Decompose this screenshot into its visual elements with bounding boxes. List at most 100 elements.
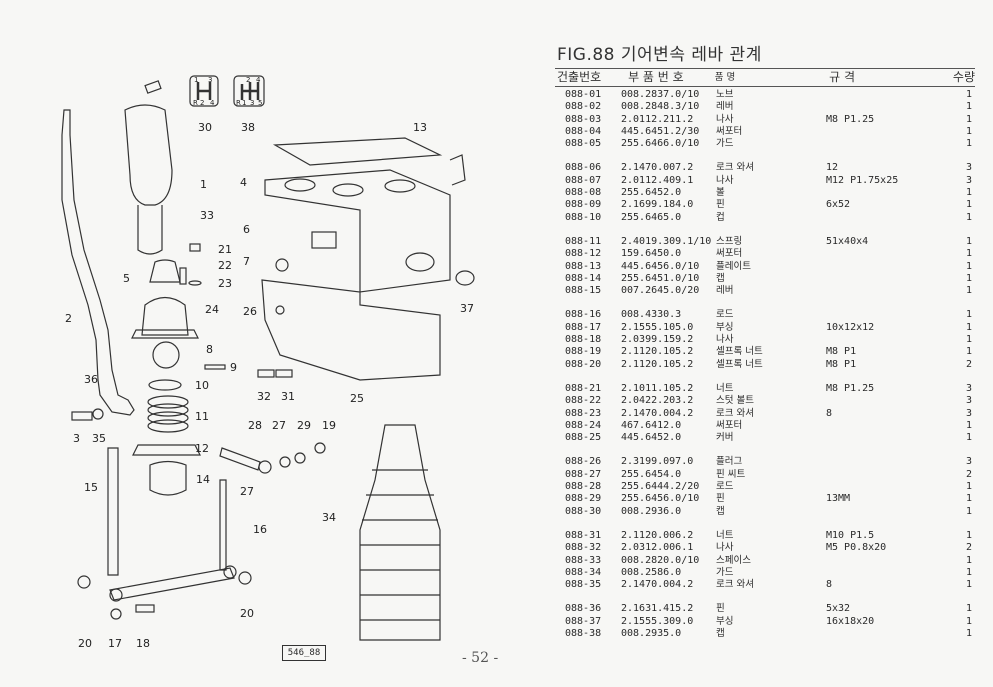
cell-part-ref: 088-33: [565, 554, 602, 566]
cell-part-number: 2.3199.097.0: [621, 456, 694, 468]
callout-24: 24: [205, 303, 219, 316]
callout-19: 19: [322, 419, 336, 432]
cell-name: 로크 와셔: [716, 162, 754, 174]
cell-part-ref: 088-15: [565, 285, 602, 297]
cover-drawing: [261, 279, 441, 381]
cell-name: 로드: [716, 481, 734, 493]
callout-32: 32: [257, 390, 271, 403]
cell-part-ref: 088-17: [565, 321, 602, 333]
cell-qty: 1: [965, 187, 972, 199]
cell-spec: [826, 261, 946, 273]
callout-25: 25: [350, 392, 364, 405]
cell-part-number: 2.1555.309.0: [621, 615, 694, 627]
cell-part-number: 008.2837.0/10: [621, 89, 700, 100]
cell-qty: 1: [965, 285, 972, 297]
cell-spec: 13MM: [826, 493, 851, 505]
cell-qty: 1: [965, 529, 972, 541]
cell-name: 캡: [716, 505, 725, 517]
cell-spec: [826, 395, 946, 407]
cell-part-ref: 088-14: [565, 272, 602, 284]
cell-part-ref: 088-23: [565, 407, 602, 419]
cell-part-ref: 088-27: [565, 468, 602, 480]
cell-qty: 1: [965, 615, 972, 627]
cell-part-number: 008.2820.0/10: [621, 554, 700, 566]
callout-18: 18: [136, 637, 150, 650]
cell-qty: 1: [965, 579, 972, 591]
pattern-b-1: 1: [242, 99, 246, 107]
cell-spec: [826, 469, 946, 481]
cell-name: 스페이스: [716, 554, 751, 566]
cell-name: 커버: [716, 432, 734, 444]
callout-15: 15: [84, 481, 98, 494]
header-spec: 규 격: [829, 70, 856, 84]
cell-spec: [826, 89, 946, 101]
cell-part-ref: 088-02: [565, 101, 602, 113]
pattern-b-2: 2: [246, 76, 250, 84]
cell-part-ref: 088-10: [565, 211, 602, 223]
cell-name: 가드: [716, 566, 734, 578]
cell-part-number: 255.6444.2/20: [621, 481, 700, 493]
cell-qty: 3: [965, 174, 972, 186]
callout-28: 28: [248, 419, 262, 432]
cell-name: 볼: [716, 187, 725, 199]
cell-part-ref: 088-01: [565, 89, 602, 100]
callout-22: 22: [218, 259, 232, 272]
callout-23: 23: [218, 277, 232, 290]
drawing-code-label: 546_88: [282, 645, 326, 661]
cell-spec: 6x52: [826, 199, 851, 211]
header-qty: 수량: [952, 70, 975, 84]
cell-part-number: 445.6451.2/30: [621, 125, 700, 137]
cell-spec: M8 P1.25: [826, 382, 875, 394]
ball-drawing: [152, 341, 180, 369]
cell-name: 핀: [716, 603, 725, 615]
cell-part-ref: 088-37: [565, 615, 602, 627]
callout-20-b: 20: [240, 607, 254, 620]
shift-lever-drawing: [61, 109, 135, 416]
cell-qty: 1: [965, 211, 972, 223]
cell-part-number: 255.6454.0: [621, 468, 682, 480]
cell-part-ref: 088-06: [565, 162, 602, 174]
cell-name: 플러그: [716, 456, 743, 468]
cell-part-ref: 088-35: [565, 579, 602, 591]
callout-35: 35: [92, 432, 106, 445]
cell-name: 컵: [716, 211, 725, 223]
cell-part-ref: 088-19: [565, 346, 602, 358]
housing-drawing: [264, 169, 451, 293]
exploded-parts-diagram: 1 2 3 4 5 6 7 8 9 10 11 12 13 14 15 16 1…: [61, 75, 475, 650]
callout-7: 7: [243, 255, 250, 268]
cell-part-number: 008.4330.3: [621, 309, 682, 321]
cell-spec: M10 P1.5: [826, 529, 875, 541]
cell-name: 스프링: [716, 235, 743, 247]
cell-name: 로드: [716, 309, 734, 321]
cell-name: 나사: [716, 174, 734, 186]
cell-part-ref: 088-38: [565, 627, 602, 639]
cell-spec: [826, 248, 946, 260]
callout-12: 12: [195, 442, 209, 455]
cell-part-number: 2.1555.105.0: [621, 321, 694, 333]
cell-part-ref: 088-08: [565, 187, 602, 199]
cell-part-number: 2.1631.415.2: [621, 603, 694, 615]
cell-name: 가드: [716, 138, 734, 150]
cell-name: 나사: [716, 334, 734, 346]
cell-name: 셀프록 너트: [716, 358, 763, 370]
callout-8: 8: [206, 343, 213, 356]
cell-name: 부싱: [716, 321, 734, 333]
cell-spec: [826, 126, 946, 138]
callout-36: 36: [84, 373, 98, 386]
cell-name: 핀: [716, 493, 725, 505]
pattern-a-1: 1: [194, 76, 198, 84]
cell-spec: M8 P1.25: [826, 113, 875, 125]
cell-name: 노브: [716, 89, 734, 100]
cell-qty: 1: [965, 138, 972, 150]
pattern-b-3: 3: [250, 99, 254, 107]
